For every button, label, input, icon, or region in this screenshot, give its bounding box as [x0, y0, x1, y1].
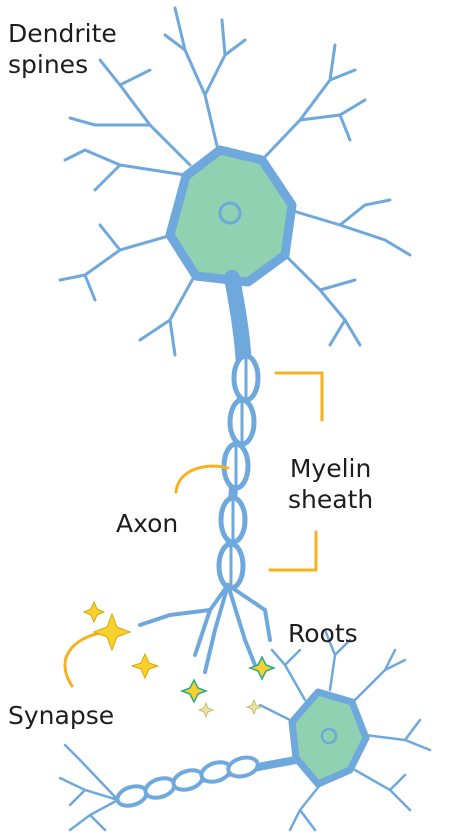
myelin-sheath [219, 356, 258, 588]
myelin-sheath-label-line1: Myelin [288, 453, 373, 484]
sparkle-icon [247, 700, 261, 714]
sparkle-icon [94, 614, 130, 650]
sparkle-icon [132, 654, 158, 678]
roots-label: Roots [288, 618, 358, 649]
myelin-sheath-label: Myelin sheath [288, 453, 373, 515]
axon-pointer [176, 466, 228, 492]
sparkle-icon [199, 703, 213, 717]
myelin-sheath-label-line2: sheath [288, 484, 373, 515]
dendrite-spines-label-line2: spines [8, 49, 117, 80]
axon-roots [140, 585, 270, 672]
second-axon [60, 745, 296, 830]
myelin-bracket-top [276, 373, 322, 420]
cell-body [170, 150, 292, 282]
pointer-lines [65, 373, 322, 686]
dendrite-spines-label-line1: Dendrite [8, 18, 117, 49]
synapse-pointer [65, 632, 105, 686]
axon-label: Axon [116, 508, 178, 539]
dendrite-spines-label: Dendrite spines [8, 18, 117, 80]
synapse-label: Synapse [8, 700, 114, 731]
sparkle-icon [182, 680, 206, 702]
sparkle-icon [84, 602, 104, 622]
myelin-bracket-bottom [270, 532, 316, 570]
